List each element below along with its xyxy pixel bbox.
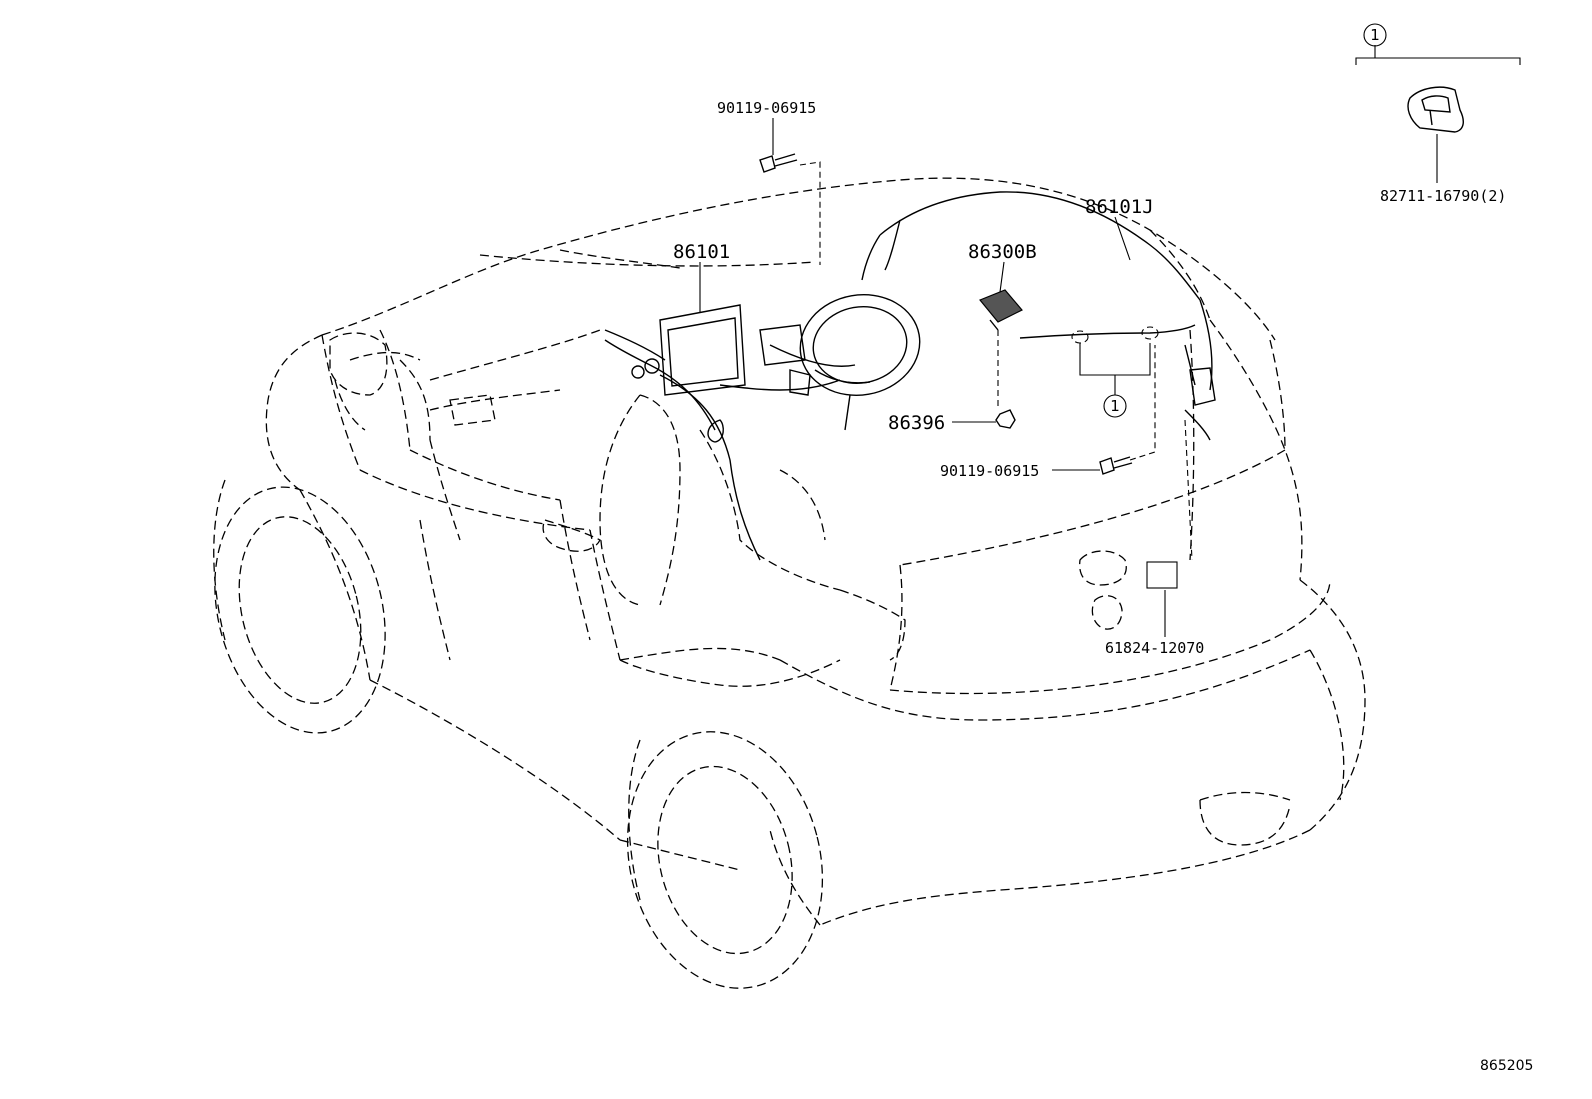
front-wheel (213, 479, 386, 734)
clip-86396 (995, 409, 1016, 429)
group-marker-top: 1 (1363, 23, 1387, 47)
diagram-reference: 865205 (1480, 1058, 1533, 1074)
harness-86101j (861, 191, 1216, 441)
callout-bolt-side: 90119-06915 (940, 462, 1039, 480)
rear-wheel-right (1199, 799, 1291, 846)
module-86300b (979, 289, 1023, 331)
bracket-82711 (1407, 86, 1464, 133)
svg-text:1: 1 (1110, 397, 1120, 415)
steering-wheel (799, 293, 921, 431)
callout-harness-main: 86101 (673, 241, 730, 263)
callout-bolt-top: 90119-06915 (717, 99, 816, 117)
callout-clip: 86396 (888, 412, 945, 434)
callout-label-plate: 61824-12070 (1105, 639, 1204, 657)
center-display (604, 304, 806, 396)
svg-text:1: 1 (1370, 26, 1380, 44)
leader-lines (699, 45, 1521, 637)
bolt-top (759, 153, 798, 173)
car-body-outline (265, 177, 1366, 926)
harness-86101 (604, 339, 856, 561)
group-marker-mid: 1 (1103, 394, 1127, 418)
callout-harness-roof: 86101J (1085, 196, 1154, 218)
bolt-side (1099, 456, 1133, 475)
callout-bracket-kit: 82711-16790(2) (1380, 187, 1506, 205)
callout-module: 86300B (968, 241, 1037, 263)
rear-wheel (626, 731, 824, 989)
